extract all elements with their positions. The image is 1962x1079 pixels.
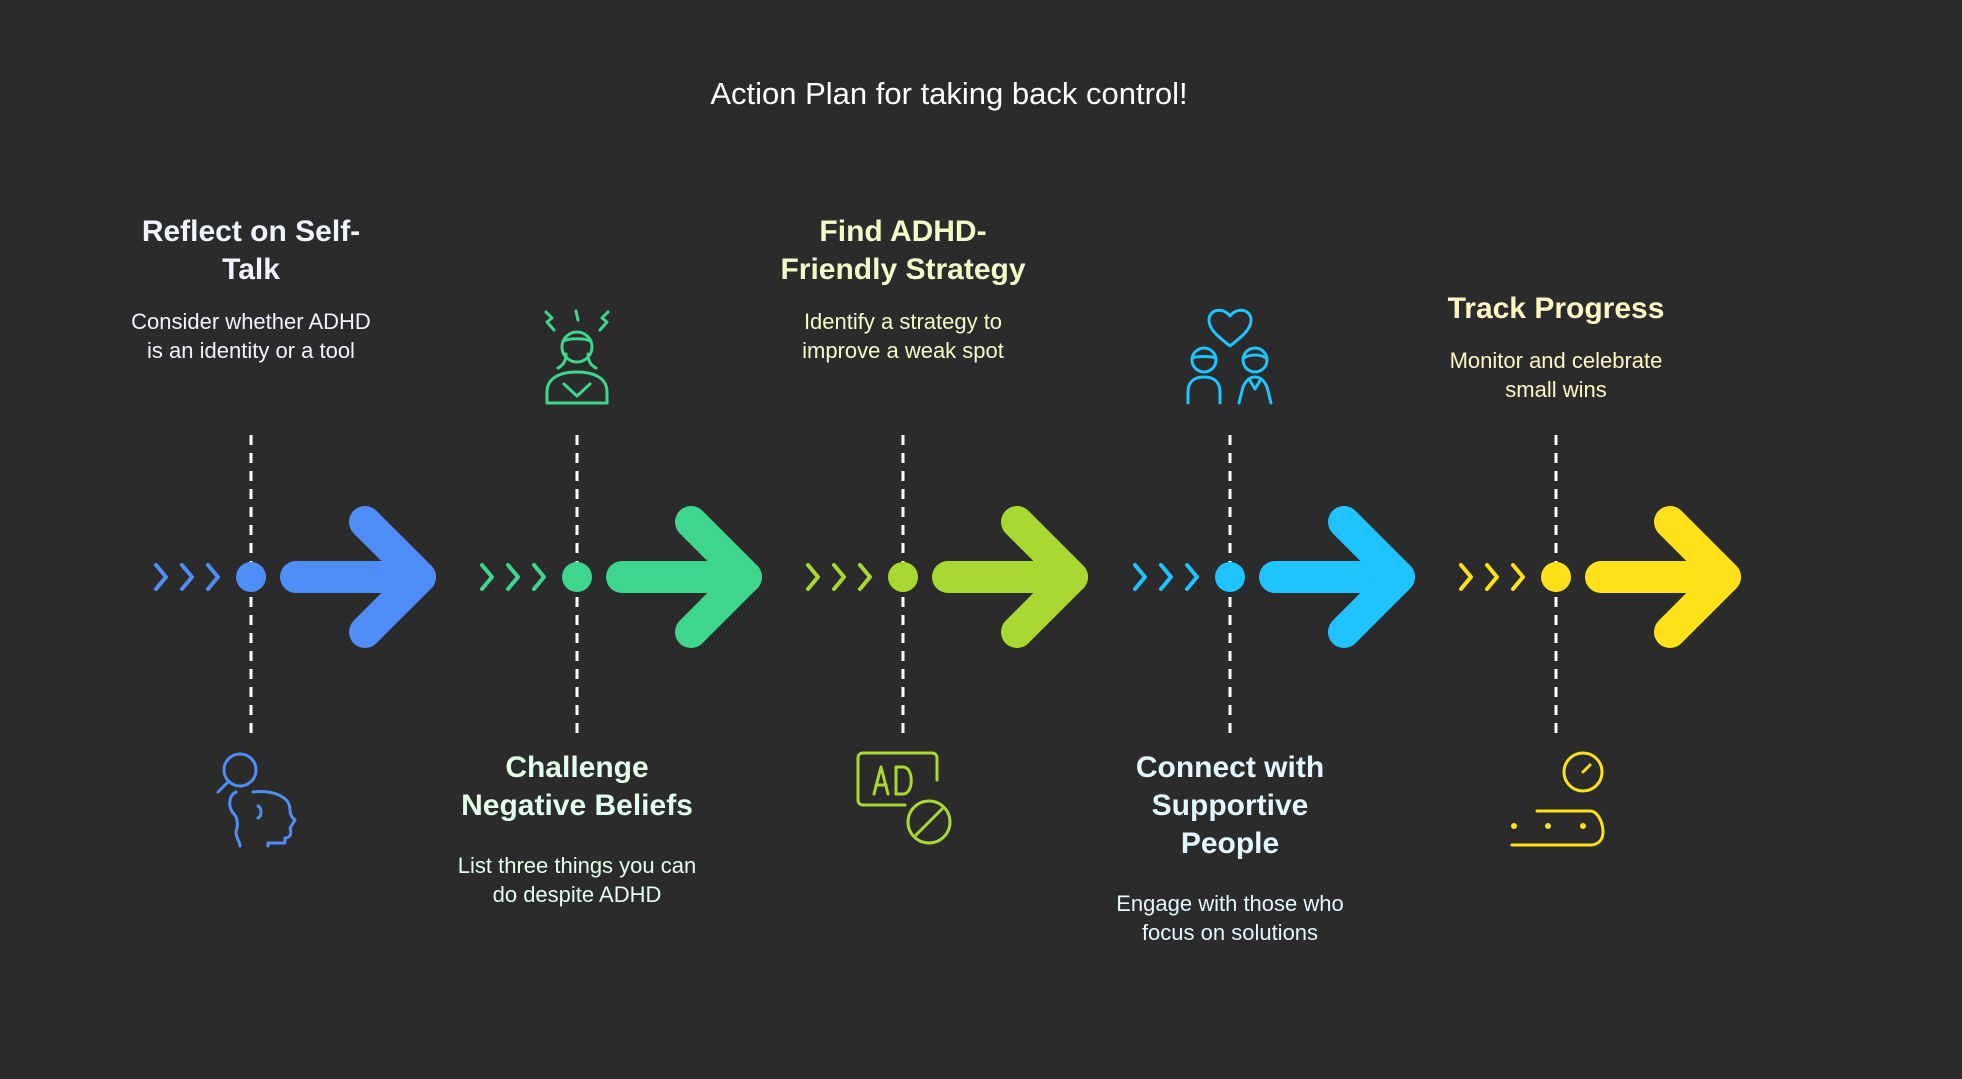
person-reflection-icon xyxy=(216,752,297,848)
step-2-description: List three things you can do despite ADH… xyxy=(457,853,697,907)
chevron-icon xyxy=(180,563,194,591)
people-heart-icon xyxy=(1186,308,1273,405)
chevron-icon xyxy=(1459,563,1473,591)
step-3-node xyxy=(888,562,918,592)
step-2: Challenge Negative Beliefs List three th… xyxy=(447,749,707,909)
step-5-node xyxy=(1541,562,1571,592)
page-title: Action Plan for taking back control! xyxy=(710,76,1188,111)
step-5-heading: Track Progress xyxy=(1447,292,1665,325)
step-2-flow xyxy=(480,506,762,648)
step-5-description: Monitor and celebrate small wins xyxy=(1449,348,1663,402)
step-4-arrow xyxy=(1259,506,1415,648)
chevron-icon xyxy=(1185,563,1199,591)
progress-timer-icon xyxy=(1510,751,1605,847)
step-4-heading: Connect with Supportive People xyxy=(1135,751,1325,860)
step-5: Track Progress Monitor and celebrate sma… xyxy=(1426,290,1686,404)
step-2-heading: Challenge Negative Beliefs xyxy=(461,751,693,822)
chevron-icon xyxy=(480,563,494,591)
chevron-icon xyxy=(206,563,220,591)
chevron-icon xyxy=(1485,563,1499,591)
chevron-icon xyxy=(532,563,546,591)
step-2-arrow xyxy=(606,506,762,648)
step-4-flow xyxy=(1133,506,1415,648)
step-4-description: Engage with those who focus on solutions xyxy=(1116,891,1344,945)
step-3: Find ADHD-Friendly Strategy Identify a s… xyxy=(773,213,1033,365)
step-1-node xyxy=(236,562,266,592)
step-4-node xyxy=(1215,562,1245,592)
step-4: Connect with Supportive People Engage wi… xyxy=(1100,749,1360,947)
chevron-icon xyxy=(832,563,846,591)
chevron-icon xyxy=(154,563,168,591)
step-3-heading: Find ADHD-Friendly Strategy xyxy=(780,215,1026,286)
step-1-heading: Reflect on Self-Talk xyxy=(141,215,361,286)
step-2-node xyxy=(562,562,592,592)
step-1-flow xyxy=(154,506,436,648)
step-5-arrow xyxy=(1585,506,1741,648)
step-5-flow xyxy=(1459,506,1741,648)
chevron-icon xyxy=(1511,563,1525,591)
step-1: Reflect on Self-Talk Consider whether AD… xyxy=(121,213,381,365)
chevron-icon xyxy=(858,563,872,591)
chevron-icon xyxy=(506,563,520,591)
ad-block-icon xyxy=(856,751,952,845)
chevron-icon xyxy=(1159,563,1173,591)
step-3-description: Identify a strategy to improve a weak sp… xyxy=(802,309,1004,363)
chevron-icon xyxy=(806,563,820,591)
step-3-arrow xyxy=(932,506,1088,648)
step-3-flow xyxy=(806,506,1088,648)
step-1-arrow xyxy=(280,506,436,648)
step-1-description: Consider whether ADHD is an identity or … xyxy=(131,309,371,363)
chevron-icon xyxy=(1133,563,1147,591)
frustrated-person-icon xyxy=(544,309,610,405)
